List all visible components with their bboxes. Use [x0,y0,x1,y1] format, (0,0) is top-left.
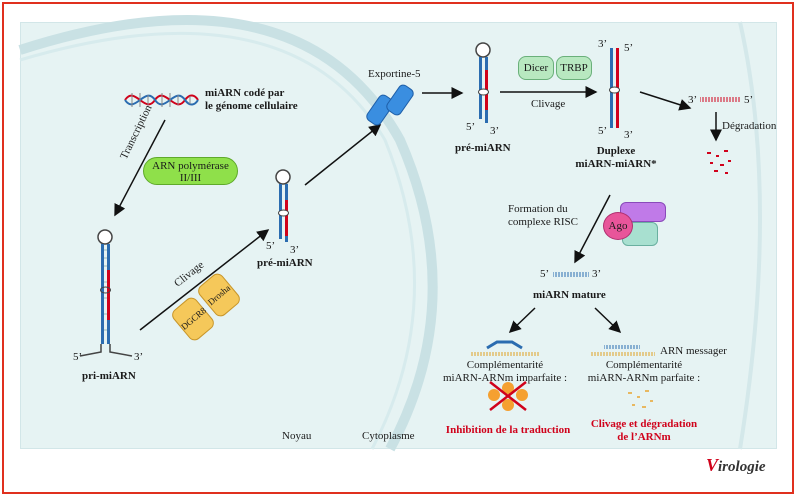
pri-3-label: 3’ [134,351,144,363]
imparfaite-arrow [508,307,536,334]
pre-mirna1-label: pré-miARN [257,257,313,269]
transcription-arrow [114,119,166,217]
dna-helix-icon [124,93,199,107]
nucleus-membrane-inner [19,31,416,450]
cytoplasme-label: Cytoplasme [362,430,415,442]
clivage2-label: Clivage [531,98,566,110]
mirna-mature-label: miARN mature [533,289,606,301]
dicer-enzyme: Dicer [518,56,554,80]
mat-3-label: 3’ [592,268,602,280]
mirna-code-label: miARN codé par le génome cellulaire [205,87,298,112]
dgcr8-label: DGCR8 [179,305,209,332]
clivage-deg-label: Clivage et dégradation de l’ARNm [590,418,698,443]
risc-arrow [574,194,611,264]
ago-label: Ago [608,220,628,232]
degraded-strand [700,97,740,102]
dup-5-top-label: 5’ [624,42,634,54]
comp-parfaite-label: Complémentarité miARN-ARNm parfaite : [587,359,701,384]
pri-5-label: 5’ [73,351,83,363]
dup-5-bot-label: 5’ [598,125,608,137]
perfect-pairing [590,345,655,356]
trbp-label: TRBP [560,62,588,74]
pre2-5-label: 5’ [466,121,476,133]
pre1-3-label: 3’ [290,244,300,256]
ribosome-icon [488,382,528,411]
dicer-label: Dicer [523,62,549,74]
nucleus-membrane-outer [18,15,438,452]
virologie-logo: Virologie [706,455,766,476]
mrna-fragments-icon [628,390,653,408]
pri-mirna-label: pri-miARN [82,370,136,382]
deg-5-label: 5’ [744,94,754,106]
pre1-5-label: 5’ [266,240,276,252]
pre-mirna2-label: pré-miARN [455,142,511,154]
clivage1-arrow [139,229,270,331]
inhibition-label: Inhibition de la traduction [445,424,571,436]
pre-mirna1-hairpin [275,169,291,242]
imperfect-pairing [470,340,540,356]
logo-text: irologie [718,459,766,475]
noyau-label: Noyau [282,430,312,442]
exportin-channel-icon [366,84,414,126]
comp-imparfaite-label: Complémentarité miARN-ARNm imparfaite : [442,359,568,384]
duplexe-label: Duplexe miARN-miARN* [575,145,657,170]
drosha-label: Drosha [205,282,233,308]
to-degradation-arrow [639,91,692,111]
trbp-enzyme: TRBP [556,56,592,80]
formation-label: Formation du complexe RISC [508,203,578,228]
exportine-label: Exportine-5 [368,68,421,80]
outer-frame [2,2,794,494]
mat-5-label: 5’ [540,268,550,280]
mature-mirna-strand [553,272,589,277]
ago-circle: Ago [603,212,633,240]
duplex-mirna [609,48,620,128]
dup-3-bot-label: 3’ [624,129,634,141]
logo-initial: V [706,455,719,475]
arn-polymerase-pill: ARN polymérase II/III [143,157,238,185]
pri-mirna-hairpin [79,229,133,357]
degradation-label: Dégradation [722,120,777,132]
dup-3-top-label: 3’ [598,38,608,50]
cross-icon [489,381,527,411]
pre2-3-label: 3’ [490,125,500,137]
cell-region-shade [738,21,762,450]
arn-messager-label: ARN messager [660,345,727,357]
pre-mirna2-hairpin [475,42,491,123]
deg-3-label: 3’ [688,94,698,106]
parfaite-arrow [594,307,622,334]
fragments-icon [707,150,731,174]
to-exportin-arrow [304,124,382,186]
arn-polymerase-label: ARN polymérase II/III [152,160,229,184]
